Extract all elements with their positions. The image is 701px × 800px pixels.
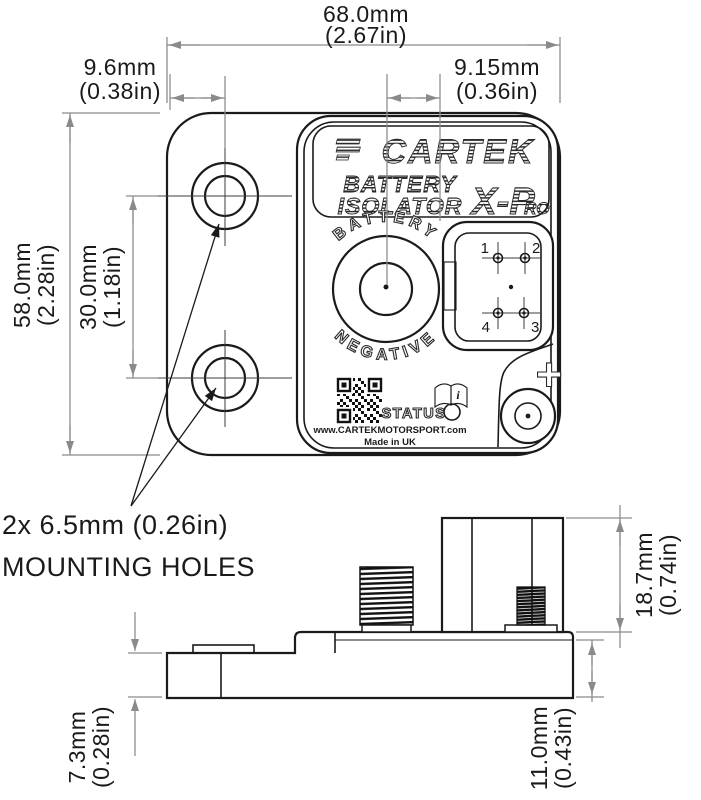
- connector-key-tab: [443, 261, 457, 311]
- dim-base-thickness: 7.3mm (0.28in): [64, 612, 162, 788]
- dim-hole-spacing: 30.0mm (1.18in): [75, 195, 158, 379]
- dim-overall-width: 68.0mm (2.67in): [166, 1, 561, 103]
- brand-logo-text: CARTEK: [381, 133, 534, 171]
- pin-label-3: 3: [531, 319, 539, 336]
- mounting-holes-note: 2x 6.5mm (0.26in) MOUNTING HOLES: [2, 223, 255, 582]
- status-led: [443, 403, 461, 421]
- dim-spacing-metric: 30.0mm: [75, 244, 101, 330]
- mounting-hole-top: [158, 148, 292, 246]
- top-view: CARTEK BATTERY ISOLATOR X-P RO BATTERY N…: [158, 111, 563, 457]
- model-name-main: X-P: [469, 181, 535, 223]
- manual-info-icon: i: [434, 383, 468, 409]
- dim-overall-height: 58.0mm (2.28in): [9, 112, 160, 456]
- dim-base-metric: 7.3mm: [64, 711, 90, 784]
- info-symbol-text: i: [456, 388, 460, 402]
- logo-panel: [312, 125, 550, 218]
- dim-base-imperial: (0.28in): [88, 706, 114, 788]
- side-tab: [192, 644, 255, 654]
- qr-code: [336, 377, 383, 424]
- dim-lower-imperial: (0.43in): [550, 707, 576, 789]
- dim-terminal-metric: 9.15mm: [454, 54, 540, 80]
- product-word-isolator: ISOLATOR: [338, 193, 463, 219]
- dim-hole-offset-metric: 9.6mm: [84, 54, 157, 80]
- dim-terminal-offset: 9.15mm (0.36in): [386, 54, 540, 285]
- dim-width-metric: 68.0mm: [323, 1, 409, 27]
- cartek-logo-mark: [335, 138, 361, 161]
- pin-label-4: 4: [482, 319, 490, 336]
- dim-hole-offset: 9.6mm (0.38in): [79, 54, 226, 148]
- positive-terminal-symbol: +: [536, 348, 563, 400]
- status-label: STATUS: [382, 406, 447, 422]
- dim-upper-metric: 18.7mm: [631, 532, 657, 618]
- model-name-suffix: RO: [524, 199, 550, 218]
- dim-lower-body-height: 11.0mm (0.43in): [526, 639, 604, 790]
- dim-upper-body-height: 18.7mm (0.74in): [566, 505, 681, 648]
- dim-height-imperial: (2.28in): [33, 244, 59, 326]
- origin-label: Made in UK: [364, 437, 416, 448]
- connector-block: 1 2 3 4: [441, 220, 555, 352]
- connector-pin-1: [482, 242, 514, 274]
- website-label: www.CARTEKMOTORSPORT.com: [312, 425, 466, 436]
- side-view: [165, 516, 575, 700]
- dim-upper-imperial: (0.74in): [655, 534, 681, 616]
- side-small-stud: [504, 586, 558, 633]
- mounting-note-size: 2x 6.5mm (0.26in): [2, 510, 228, 540]
- dim-width-imperial: (2.67in): [325, 22, 407, 48]
- side-negative-stud: [359, 566, 414, 633]
- side-profile-outline: [165, 630, 575, 700]
- connector-pin-2: [509, 242, 541, 274]
- product-word-battery: BATTERY: [343, 171, 458, 197]
- dim-height-metric: 58.0mm: [9, 242, 35, 328]
- positive-terminal: [499, 387, 557, 445]
- mounting-note-label: MOUNTING HOLES: [2, 552, 255, 582]
- dim-lower-metric: 11.0mm: [526, 706, 552, 790]
- dim-terminal-imperial: (0.36in): [456, 78, 538, 104]
- pin-label-2: 2: [532, 240, 540, 257]
- connector-pin-4: [482, 297, 514, 329]
- dimension-layer: 68.0mm (2.67in) 9.6mm (0.38in) 9.15mm (0…: [2, 1, 681, 790]
- dim-spacing-imperial: (1.18in): [99, 246, 125, 328]
- dim-hole-offset-imperial: (0.38in): [79, 78, 161, 104]
- pin-label-1: 1: [481, 240, 489, 257]
